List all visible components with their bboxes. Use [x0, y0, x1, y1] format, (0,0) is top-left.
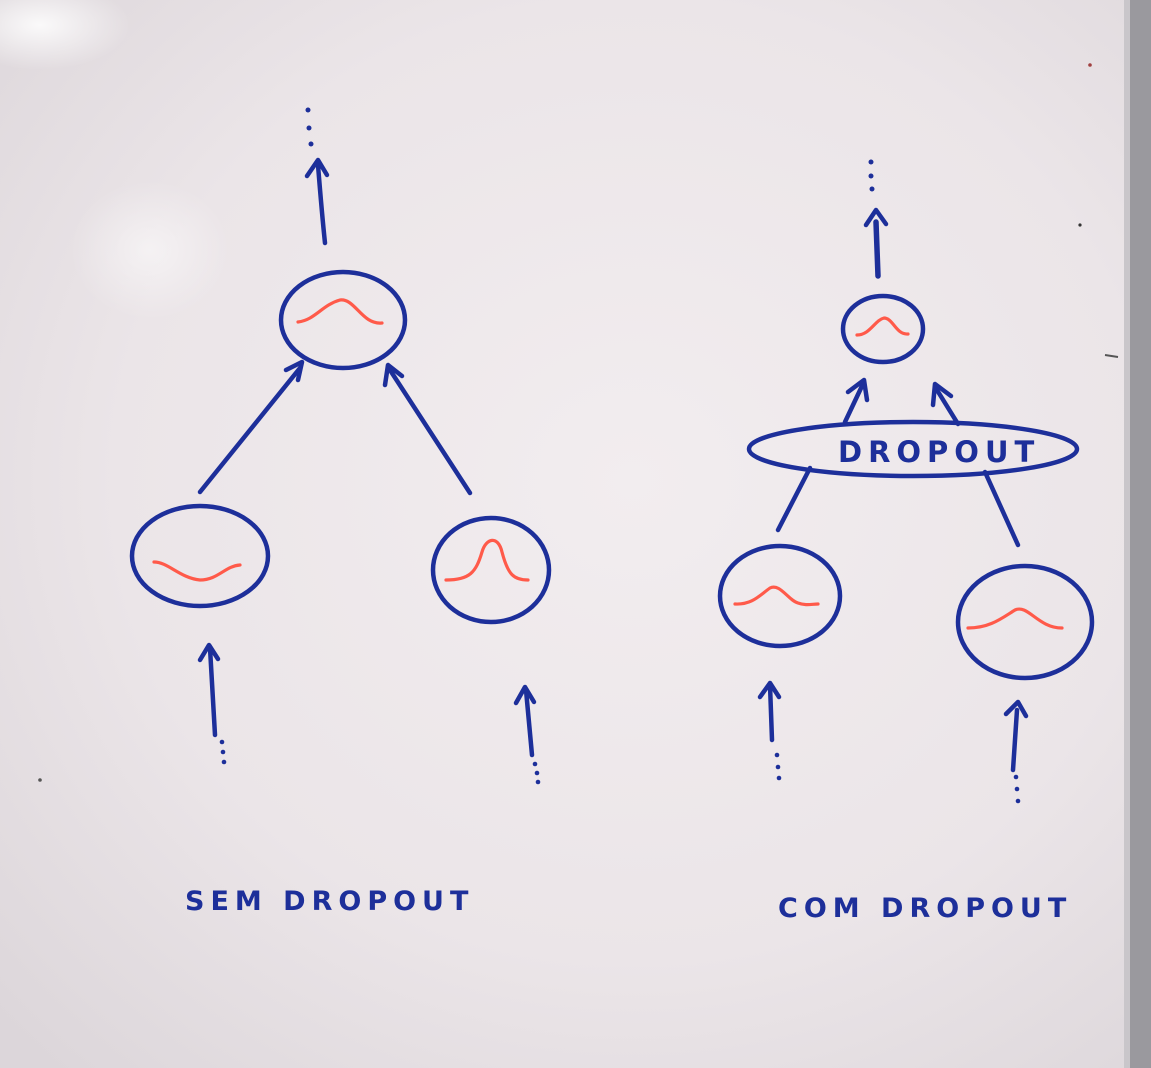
distribution-curve: [966, 607, 1064, 630]
arrow-head: [845, 377, 870, 403]
dropout-label: DROPOUT: [838, 435, 1040, 469]
output-arrow: [873, 219, 881, 279]
continuation-dot: [305, 107, 311, 113]
right-caption: COM DROPOUT: [778, 893, 1072, 924]
arrow-head: [757, 680, 782, 700]
edge-arrow: [934, 387, 961, 427]
edge-arrow: [387, 367, 473, 496]
stray-mark: [38, 778, 42, 782]
light-glare: [70, 180, 230, 320]
edge-arrow: [197, 365, 303, 495]
distribution-curve: [296, 298, 384, 325]
arrow-head: [283, 359, 305, 383]
node-bottom-left: [129, 503, 271, 609]
edge-segment: [775, 465, 813, 533]
continuation-dot: [1014, 786, 1020, 792]
arrow-head: [197, 642, 221, 663]
input-arrow: [207, 645, 218, 738]
continuation-dot: [869, 186, 875, 192]
continuation-dot: [219, 739, 225, 745]
continuation-dot: [868, 173, 874, 179]
node-bottom-right: [430, 515, 552, 625]
continuation-dot: [220, 749, 226, 755]
arrow-head: [513, 684, 537, 706]
continuation-dot: [535, 779, 541, 785]
continuation-dot: [775, 764, 781, 770]
board-frame: [1130, 0, 1151, 1068]
left-network: [129, 107, 552, 785]
distribution-curve: [152, 560, 242, 582]
edge-arrow: [842, 383, 865, 425]
continuation-dot: [1013, 774, 1019, 780]
continuation-dot: [306, 125, 312, 131]
continuation-dot: [774, 752, 780, 758]
input-arrow: [1010, 707, 1020, 773]
stray-mark: [1088, 63, 1092, 67]
arrow-head: [863, 207, 889, 228]
continuation-dot: [868, 159, 874, 165]
distribution-curve: [444, 538, 530, 582]
stray-mark: [1078, 223, 1082, 227]
input-arrow: [767, 682, 775, 743]
node-top: [840, 293, 926, 365]
arrow-head: [382, 362, 405, 388]
distribution-curve: [733, 585, 820, 607]
continuation-dot: [221, 759, 227, 765]
node-bottom-right: [955, 563, 1095, 681]
light-glare: [0, 0, 130, 70]
edge-segment: [982, 469, 1021, 548]
input-arrow: [523, 687, 535, 758]
node-bottom-left: [717, 543, 843, 649]
node-top: [278, 269, 408, 371]
distribution-curve: [855, 316, 910, 337]
left-caption: SEM DROPOUT: [185, 886, 474, 917]
stray-mark: [1104, 354, 1119, 358]
continuation-dot: [534, 770, 540, 776]
arrow-head: [304, 157, 330, 179]
continuation-dot: [1015, 798, 1021, 804]
arrow-head: [930, 381, 954, 408]
dropout-layer: [746, 419, 1080, 479]
continuation-dot: [532, 761, 538, 767]
board-frame-edge: [1124, 0, 1130, 1068]
output-arrow: [315, 162, 328, 246]
right-network: DROPOUT: [717, 159, 1095, 804]
continuation-dot: [776, 775, 782, 781]
continuation-dot: [308, 141, 314, 147]
arrow-head: [1003, 699, 1029, 719]
